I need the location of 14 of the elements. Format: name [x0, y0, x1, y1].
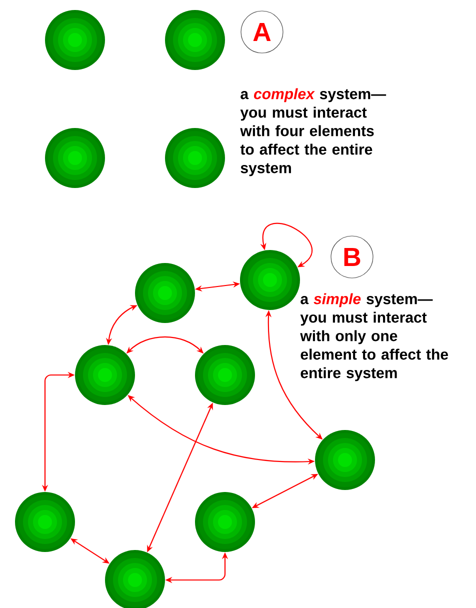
- sphere: [240, 250, 300, 310]
- sphere: [195, 492, 255, 552]
- sphere: [45, 128, 105, 188]
- sphere: [165, 10, 225, 70]
- sphere: [315, 430, 375, 490]
- description: a simple system— you must interact with only one element to affect the entire system: [300, 293, 448, 382]
- sphere: [75, 345, 135, 405]
- description: a complex system— you must interact with four elements to affect the entire system: [240, 88, 386, 176]
- sphere: [135, 263, 195, 323]
- sphere: [165, 128, 225, 188]
- sphere: [15, 492, 75, 552]
- sphere: [105, 550, 165, 608]
- sphere: [195, 345, 255, 405]
- sphere: [45, 10, 105, 70]
